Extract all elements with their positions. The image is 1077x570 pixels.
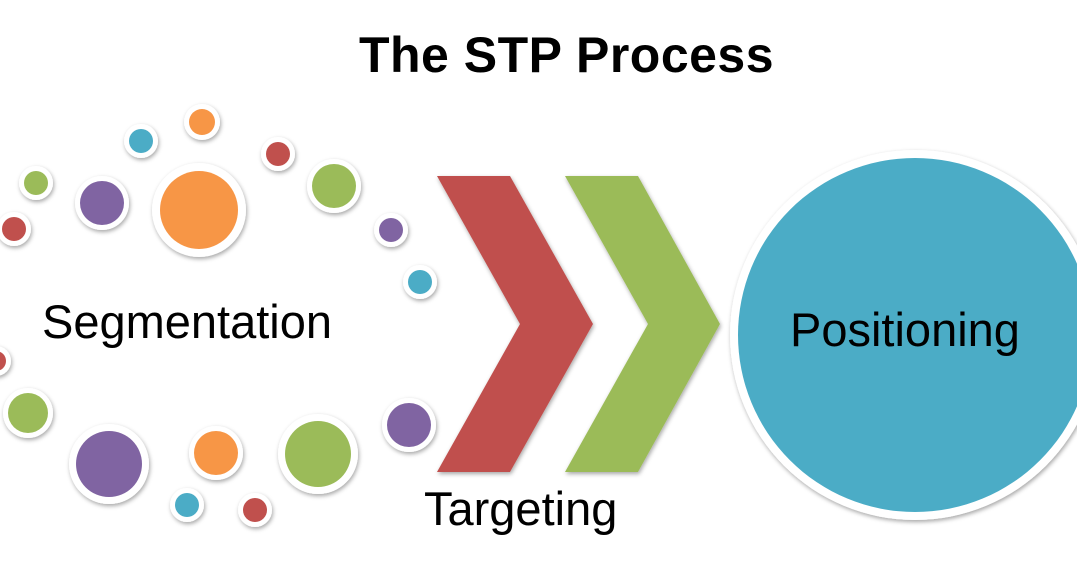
green-dot-icon	[312, 164, 356, 208]
purple-dot-icon	[379, 218, 403, 242]
red-dot-icon	[243, 498, 267, 522]
purple-dot-icon	[80, 181, 124, 225]
segmentation-label: Segmentation	[42, 295, 333, 348]
chevrons-group	[437, 176, 720, 472]
positioning-circle-group	[730, 150, 1077, 520]
blue-dot-icon	[408, 270, 432, 294]
positioning-circle-icon	[738, 158, 1077, 512]
red-dot-icon	[266, 142, 290, 166]
blue-dot-icon	[175, 493, 199, 517]
targeting-label: Targeting	[424, 482, 618, 535]
segment-dots-group	[0, 104, 437, 527]
blue-dot-icon	[129, 129, 153, 153]
green-dot-icon	[24, 171, 48, 195]
red-dot-icon	[0, 351, 6, 371]
diagram-title: The STP Process	[358, 27, 775, 83]
green-dot-icon	[285, 421, 351, 487]
targeting-chevron-green-icon	[565, 176, 720, 472]
orange-dot-icon	[160, 171, 238, 249]
purple-dot-icon	[76, 431, 142, 497]
orange-dot-icon	[189, 109, 215, 135]
positioning-label: Positioning	[790, 303, 1020, 356]
purple-dot-icon	[387, 403, 431, 447]
targeting-chevron-red-icon	[437, 176, 593, 472]
red-dot-icon	[2, 217, 26, 241]
orange-dot-icon	[194, 431, 238, 475]
green-dot-icon	[8, 393, 48, 433]
